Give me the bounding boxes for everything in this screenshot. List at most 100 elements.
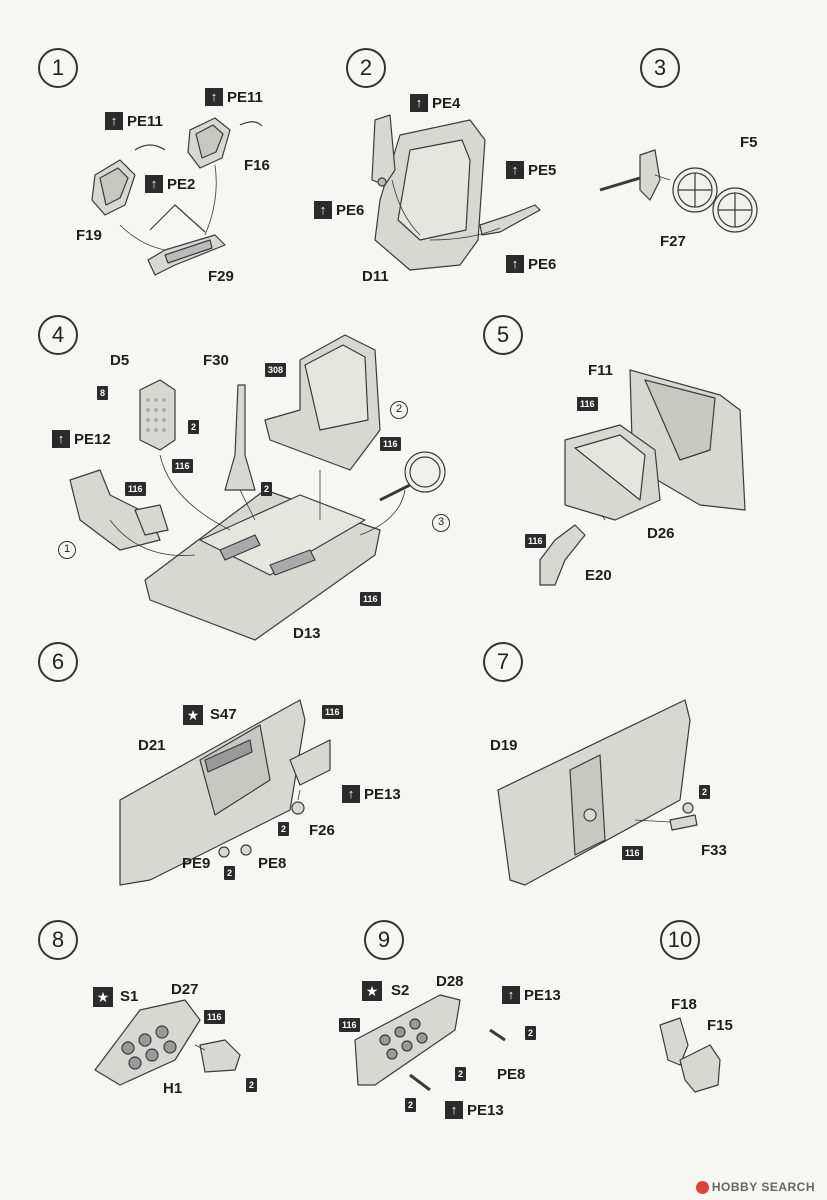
part-label: PE11 [227, 88, 263, 106]
paint-code: 116 [322, 705, 343, 719]
paint-code: 2 [188, 420, 200, 434]
part-label-pe8: PE8 [258, 855, 287, 872]
paint-code: 116 [622, 846, 643, 860]
paint-code: 2 [278, 822, 290, 836]
ref-step-2: 2 [390, 401, 408, 419]
step1-drawing [91, 117, 263, 276]
pe12-callout: ↑PE12 [52, 430, 111, 448]
part-label: PE4 [432, 94, 461, 112]
part-label-d13: D13 [293, 625, 321, 642]
part-label-f30: F30 [203, 352, 229, 369]
decal-label-s47: S47 [210, 706, 237, 723]
pe5-callout: ↑PE5 [506, 161, 556, 179]
decal-star-icon: ★ [93, 987, 113, 1007]
part-label-e20: E20 [585, 567, 612, 584]
part-label-f19: F19 [76, 227, 102, 244]
ref-step-3: 3 [432, 514, 450, 532]
paint-code: 2 [525, 1026, 537, 1040]
step5-drawing [539, 369, 746, 586]
pe13-callout-6: ↑PE13 [342, 785, 401, 803]
part-label-pe8-9: PE8 [497, 1066, 526, 1083]
pe11-callout-a: ↑PE11 [105, 112, 163, 130]
step3-drawing [599, 149, 758, 233]
pe6-callout-a: ↑PE6 [314, 201, 364, 219]
part-label-d28: D28 [436, 973, 464, 990]
watermark: HOBBY SEARCH [695, 1180, 815, 1194]
step-number-6: 6 [38, 642, 78, 682]
part-label-f27: F27 [660, 233, 686, 250]
decal-star-icon: ★ [362, 981, 382, 1001]
step-number-4: 4 [38, 315, 78, 355]
paint-code: 2 [405, 1098, 417, 1112]
part-label-d27: D27 [171, 981, 199, 998]
watermark-text: HOBBY SEARCH [711, 1180, 815, 1194]
ref-step-1: 1 [58, 541, 76, 559]
photo-etch-icon: ↑ [52, 430, 70, 448]
part-label-f18: F18 [671, 996, 697, 1013]
part-label-d26: D26 [647, 525, 675, 542]
step-number-2: 2 [346, 48, 386, 88]
decal-label-s1: S1 [120, 988, 139, 1005]
paint-code: 116 [577, 397, 598, 411]
part-label-f33: F33 [701, 842, 727, 859]
part-label: PE13 [467, 1101, 504, 1119]
pe13-callout-9b: ↑PE13 [445, 1101, 504, 1119]
step6-drawing [119, 699, 331, 886]
part-label: PE2 [167, 175, 196, 193]
part-label: PE6 [528, 255, 557, 273]
part-label-d11: D11 [362, 268, 389, 285]
part-label-f29: F29 [208, 268, 234, 285]
step-number-3: 3 [640, 48, 680, 88]
part-label-f5: F5 [740, 134, 758, 151]
step-number-1: 1 [38, 48, 78, 88]
step7-drawing [497, 699, 698, 886]
pe6-callout-b: ↑PE6 [506, 255, 556, 273]
paint-code: 116 [172, 459, 193, 473]
photo-etch-icon: ↑ [342, 785, 360, 803]
decal-label-s2: S2 [391, 982, 410, 999]
step-number-5: 5 [483, 315, 523, 355]
photo-etch-icon: ↑ [205, 88, 223, 106]
part-label: PE11 [127, 112, 163, 130]
step-number-10: 10 [660, 920, 700, 960]
paint-code: 2 [699, 785, 711, 799]
paint-code: 116 [380, 437, 401, 451]
step10-drawing [659, 1017, 721, 1093]
photo-etch-icon: ↑ [314, 201, 332, 219]
paint-code: 2 [246, 1078, 258, 1092]
part-label-d5: D5 [110, 352, 130, 369]
photo-etch-icon: ↑ [502, 986, 520, 1004]
part-label-h1: H1 [163, 1080, 183, 1097]
photo-etch-icon: ↑ [410, 94, 428, 112]
photo-etch-icon: ↑ [445, 1101, 463, 1119]
part-label: PE13 [524, 986, 561, 1004]
step8-drawing [94, 999, 241, 1086]
part-label-pe9: PE9 [182, 855, 211, 872]
paint-code: 116 [360, 592, 381, 606]
photo-etch-icon: ↑ [506, 161, 524, 179]
paint-code: 308 [265, 363, 287, 377]
part-label-f26: F26 [309, 822, 335, 839]
paint-code: 116 [204, 1010, 225, 1024]
step-number-7: 7 [483, 642, 523, 682]
pe13-callout-9a: ↑PE13 [502, 986, 561, 1004]
pe11-callout-b: ↑PE11 [205, 88, 263, 106]
decal-star-icon: ★ [183, 705, 203, 725]
part-label: PE12 [74, 430, 111, 448]
step-number-8: 8 [38, 920, 78, 960]
paint-code: 116 [525, 534, 546, 548]
step-number-9: 9 [364, 920, 404, 960]
paint-code: 116 [339, 1018, 360, 1032]
paint-code: 2 [455, 1067, 467, 1081]
step9-drawing [354, 994, 506, 1092]
part-label: PE6 [336, 201, 365, 219]
paint-code: 2 [261, 482, 273, 496]
photo-etch-icon: ↑ [105, 112, 123, 130]
paint-code: 2 [224, 866, 236, 880]
photo-etch-icon: ↑ [506, 255, 524, 273]
step4-drawing [69, 334, 446, 641]
pe2-callout: ↑PE2 [145, 175, 195, 193]
photo-etch-icon: ↑ [145, 175, 163, 193]
paint-code: 116 [125, 482, 146, 496]
